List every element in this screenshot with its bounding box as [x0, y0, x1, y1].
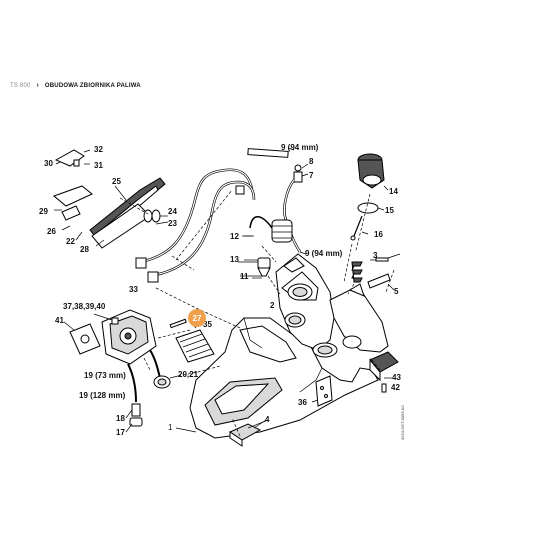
- seal-ring-part-15[interactable]: [357, 202, 385, 214]
- filter-rod-part-16[interactable]: [350, 215, 369, 241]
- gasket-part-41[interactable]: [63, 321, 101, 355]
- breadcrumb-chevron-icon: ›: [36, 82, 39, 89]
- hose-part-9-top[interactable]: [247, 148, 289, 158]
- mount-block-part-43[interactable]: [369, 351, 399, 382]
- breadcrumb: TS 800 › OBUDOWA ZBIORNIKA PALIWA: [10, 82, 141, 89]
- label-part-32: 32: [94, 145, 103, 154]
- label-part-7: 7: [309, 171, 314, 180]
- pickup-part-13-11[interactable]: [244, 257, 271, 279]
- label-part-4: 4: [265, 415, 270, 424]
- breadcrumb-current: OBUDOWA ZBIORNIKA PALIWA: [44, 82, 141, 89]
- fitting-parts-20-21[interactable]: [153, 375, 179, 389]
- label-part-17: 17: [116, 428, 125, 437]
- rubber-pad-part-4[interactable]: [228, 419, 269, 447]
- label-part-42: 42: [391, 383, 400, 392]
- breadcrumb-root-link[interactable]: TS 800: [10, 82, 31, 89]
- spring-part-3[interactable]: [351, 257, 389, 283]
- label-part-9-top: 9 (94 mm): [281, 143, 319, 152]
- label-part-31: 31: [94, 161, 103, 170]
- label-part-2: 2: [270, 301, 275, 310]
- fuel-tank-housing[interactable]: [189, 317, 379, 439]
- screw-part-42[interactable]: [381, 383, 387, 393]
- label-part-24: 24: [168, 207, 177, 216]
- assembly-lines: [119, 189, 395, 437]
- label-part-15: 15: [385, 206, 394, 215]
- impulse-hose-19-73[interactable]: [149, 349, 161, 379]
- label-part-36: 36: [298, 398, 307, 407]
- label-parts-20-21: 20,21: [178, 370, 199, 379]
- label-part-9-right: 9 (94 mm): [305, 249, 343, 258]
- label-part-29: 29: [39, 207, 48, 216]
- label-part-12: 12: [230, 232, 239, 241]
- label-part-33: 33: [129, 285, 138, 294]
- carburetor[interactable]: [93, 309, 157, 365]
- linkage-part-29-26-22[interactable]: [53, 185, 93, 241]
- fuel-hose-19-128[interactable]: [127, 363, 137, 403]
- fuel-filter-part-12[interactable]: [242, 216, 293, 243]
- label-part-28: 28: [80, 245, 89, 254]
- bracket-parts-31-32-30[interactable]: [54, 149, 91, 167]
- label-part-3: 3: [373, 251, 378, 260]
- label-part-23: 23: [168, 219, 177, 228]
- label-part-25: 25: [112, 177, 121, 186]
- label-part-8: 8: [309, 157, 314, 166]
- throttle-cable[interactable]: [135, 168, 256, 283]
- tank-handle-arm[interactable]: [312, 283, 389, 358]
- label-part-22: 22: [66, 237, 75, 246]
- label-part-35: 35: [203, 320, 212, 329]
- label-part-16: 16: [374, 230, 383, 239]
- label-part-5: 5: [394, 287, 399, 296]
- tank-upper-body[interactable]: [275, 253, 335, 351]
- label-parts-37-40: 37,38,39,40: [63, 302, 106, 311]
- grille-part-35[interactable]: [175, 323, 215, 363]
- highlighted-part-27-marker[interactable]: 27: [188, 309, 206, 327]
- part-labels: 1 2 3 4 5 7 8 9 (94 mm) 9 (94 mm) 11 12 …: [39, 143, 401, 437]
- pin-part-5[interactable]: [367, 273, 395, 291]
- highlighted-part-27-label: 27: [193, 314, 202, 323]
- fitting-part-8-7[interactable]: [293, 163, 309, 183]
- label-part-19-128mm: 19 (128 mm): [79, 391, 126, 400]
- diagram-document-id: 4224-GET-0053-A0: [400, 405, 405, 440]
- spring-pin-parts-23-24[interactable]: [143, 209, 169, 225]
- fitting-parts-18-17[interactable]: [125, 403, 143, 433]
- fuel-cap-part-14[interactable]: [357, 153, 389, 191]
- label-part-11: 11: [240, 272, 249, 281]
- pin-part-27[interactable]: [169, 318, 187, 329]
- label-part-41: 41: [55, 316, 64, 325]
- plate-part-36[interactable]: [311, 375, 333, 407]
- label-part-1: 1: [168, 423, 173, 432]
- label-part-26: 26: [47, 227, 56, 236]
- label-part-43: 43: [392, 373, 401, 382]
- label-part-18: 18: [116, 414, 125, 423]
- label-part-30: 30: [44, 159, 53, 168]
- label-part-13: 13: [230, 255, 239, 264]
- label-part-19-73mm: 19 (73 mm): [84, 371, 126, 380]
- label-part-14: 14: [389, 187, 398, 196]
- label-leaders: [175, 147, 401, 433]
